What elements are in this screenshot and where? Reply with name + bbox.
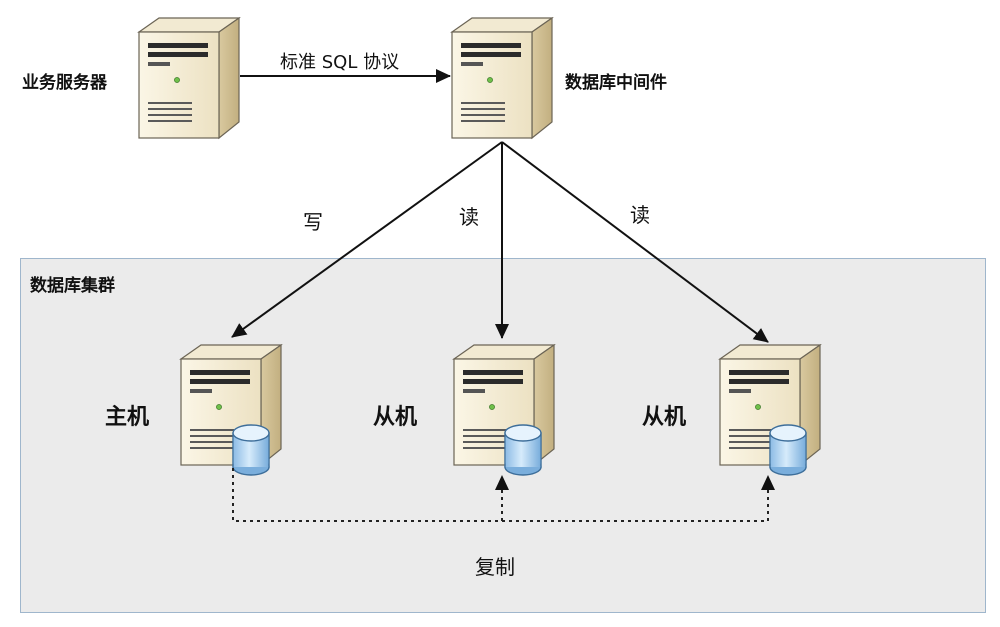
read-label-2: 读 [630, 203, 650, 227]
middleware-label: 数据库中间件 [565, 73, 667, 93]
business-server-icon [138, 17, 240, 139]
master-database-icon [232, 424, 270, 476]
read-arrow-2 [501, 141, 769, 343]
replication-lines [232, 468, 769, 522]
write-arrow [231, 141, 503, 338]
replication-label: 复制 [475, 555, 515, 579]
slave-label-2: 从机 [642, 405, 687, 430]
middleware-server-icon [451, 17, 553, 139]
write-label: 写 [303, 210, 323, 234]
slave-database-icon-1 [504, 424, 542, 476]
slave-database-icon-2 [769, 424, 807, 476]
slave-label-1: 从机 [373, 405, 418, 430]
protocol-label: 标准 SQL 协议 [280, 52, 400, 73]
read-label-1: 读 [459, 205, 479, 229]
replication-arrowhead-2 [761, 475, 775, 490]
cluster-title: 数据库集群 [30, 276, 115, 296]
business-server-label: 业务服务器 [22, 73, 107, 93]
master-label: 主机 [105, 405, 150, 430]
replication-arrowhead-1 [495, 475, 509, 490]
